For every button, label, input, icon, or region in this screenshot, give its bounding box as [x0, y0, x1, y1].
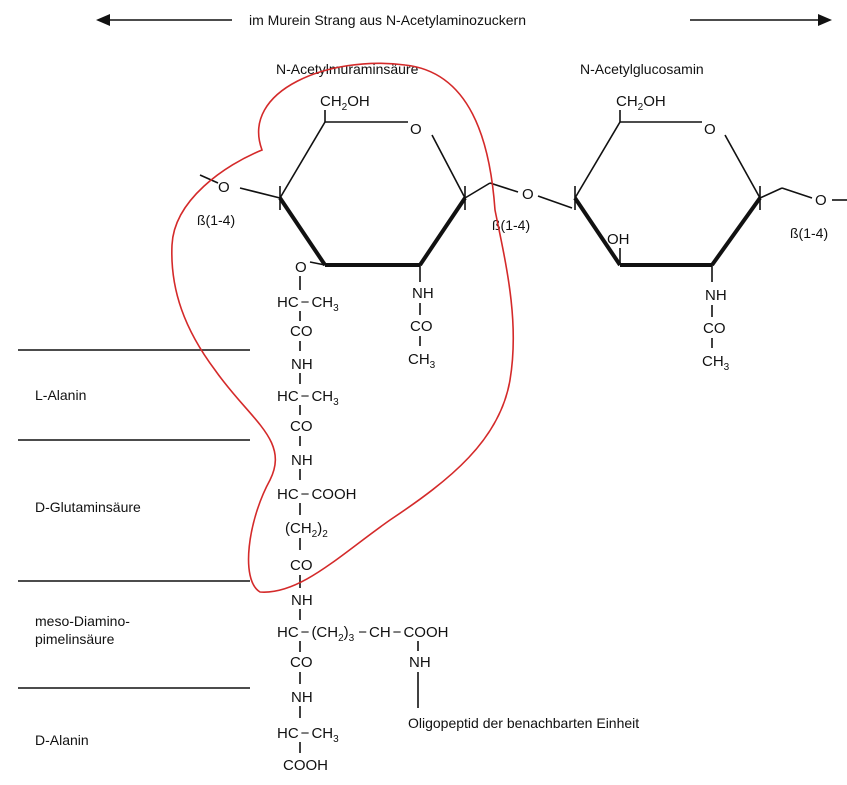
dala-cooh: COOH — [283, 757, 328, 774]
dap-side-nh: NH — [409, 654, 431, 671]
label-d-alanin: D-Alanin — [35, 732, 89, 748]
lactyl-oxygen: O — [295, 259, 307, 276]
murnac-ring — [239, 110, 467, 282]
dglu-ch2: (CH2)2 — [285, 520, 328, 540]
dglu-co: CO — [290, 557, 313, 574]
murnac-nh: NH — [412, 285, 434, 302]
lala-nh: NH — [291, 356, 313, 373]
glcnac-ch2oh: CH2OH — [616, 93, 666, 113]
lactyl-hc: HC−CH3 — [277, 294, 339, 314]
beta-linkage-mid: ß(1-4) — [492, 217, 530, 233]
glycosidic-oxygen-left: O — [218, 179, 230, 196]
label-meso-dap-line1: meso-Diamino- — [35, 613, 130, 629]
acetyl-group-murnac: NH CO CH3 — [408, 285, 436, 371]
label-d-glutaminsaeure: D-Glutaminsäure — [35, 499, 141, 515]
glcnac-ring-oxygen: O — [704, 121, 716, 138]
dap-chain: HC−(CH2)3−CH−COOH — [277, 624, 448, 644]
oligopeptide-label: Oligopeptid der benachbarten Einheit — [408, 715, 639, 731]
murnac-ch2oh: CH2OH — [320, 93, 370, 113]
label-l-alanin: L-Alanin — [35, 387, 86, 403]
label-meso-dap-line2: pimelinsäure — [35, 631, 115, 647]
glycosidic-oxygen-right: O — [815, 192, 827, 209]
glcnac-ch3: CH3 — [702, 353, 730, 373]
glycosidic-oxygen-mid: O — [522, 186, 534, 203]
acetyl-group-glcnac: NH CO CH3 — [702, 287, 730, 373]
murnac-ring-oxygen: O — [410, 121, 422, 138]
dap-co: CO — [290, 654, 313, 671]
glcnac-co: CO — [703, 320, 726, 337]
glcnac-oh: OH — [607, 231, 630, 248]
dala-hc: HC−CH3 — [277, 725, 339, 745]
lala-hc: HC−CH3 — [277, 388, 339, 408]
lactyl-co: CO — [290, 323, 313, 340]
dglu-nh: NH — [291, 452, 313, 469]
highlight-loop — [171, 62, 515, 593]
lala-co: CO — [290, 418, 313, 435]
murnac-ch3: CH3 — [408, 351, 436, 371]
strand-arrow — [96, 14, 832, 26]
beta-linkage-right: ß(1-4) — [790, 225, 828, 241]
dglu-hc: HC−COOH — [277, 486, 356, 503]
dala-nh: NH — [291, 689, 313, 706]
strand-label: im Murein Strang aus N-Acetylaminozucker… — [249, 12, 526, 28]
glcnac-title: N-Acetylglucosamin — [580, 61, 704, 77]
beta-linkage-left: ß(1-4) — [197, 212, 235, 228]
murnac-title: N-Acetylmuraminsäure — [276, 61, 419, 77]
glcnac-nh: NH — [705, 287, 727, 304]
dap-nh: NH — [291, 592, 313, 609]
murnac-co: CO — [410, 318, 433, 335]
glcnac-ring — [573, 110, 813, 282]
